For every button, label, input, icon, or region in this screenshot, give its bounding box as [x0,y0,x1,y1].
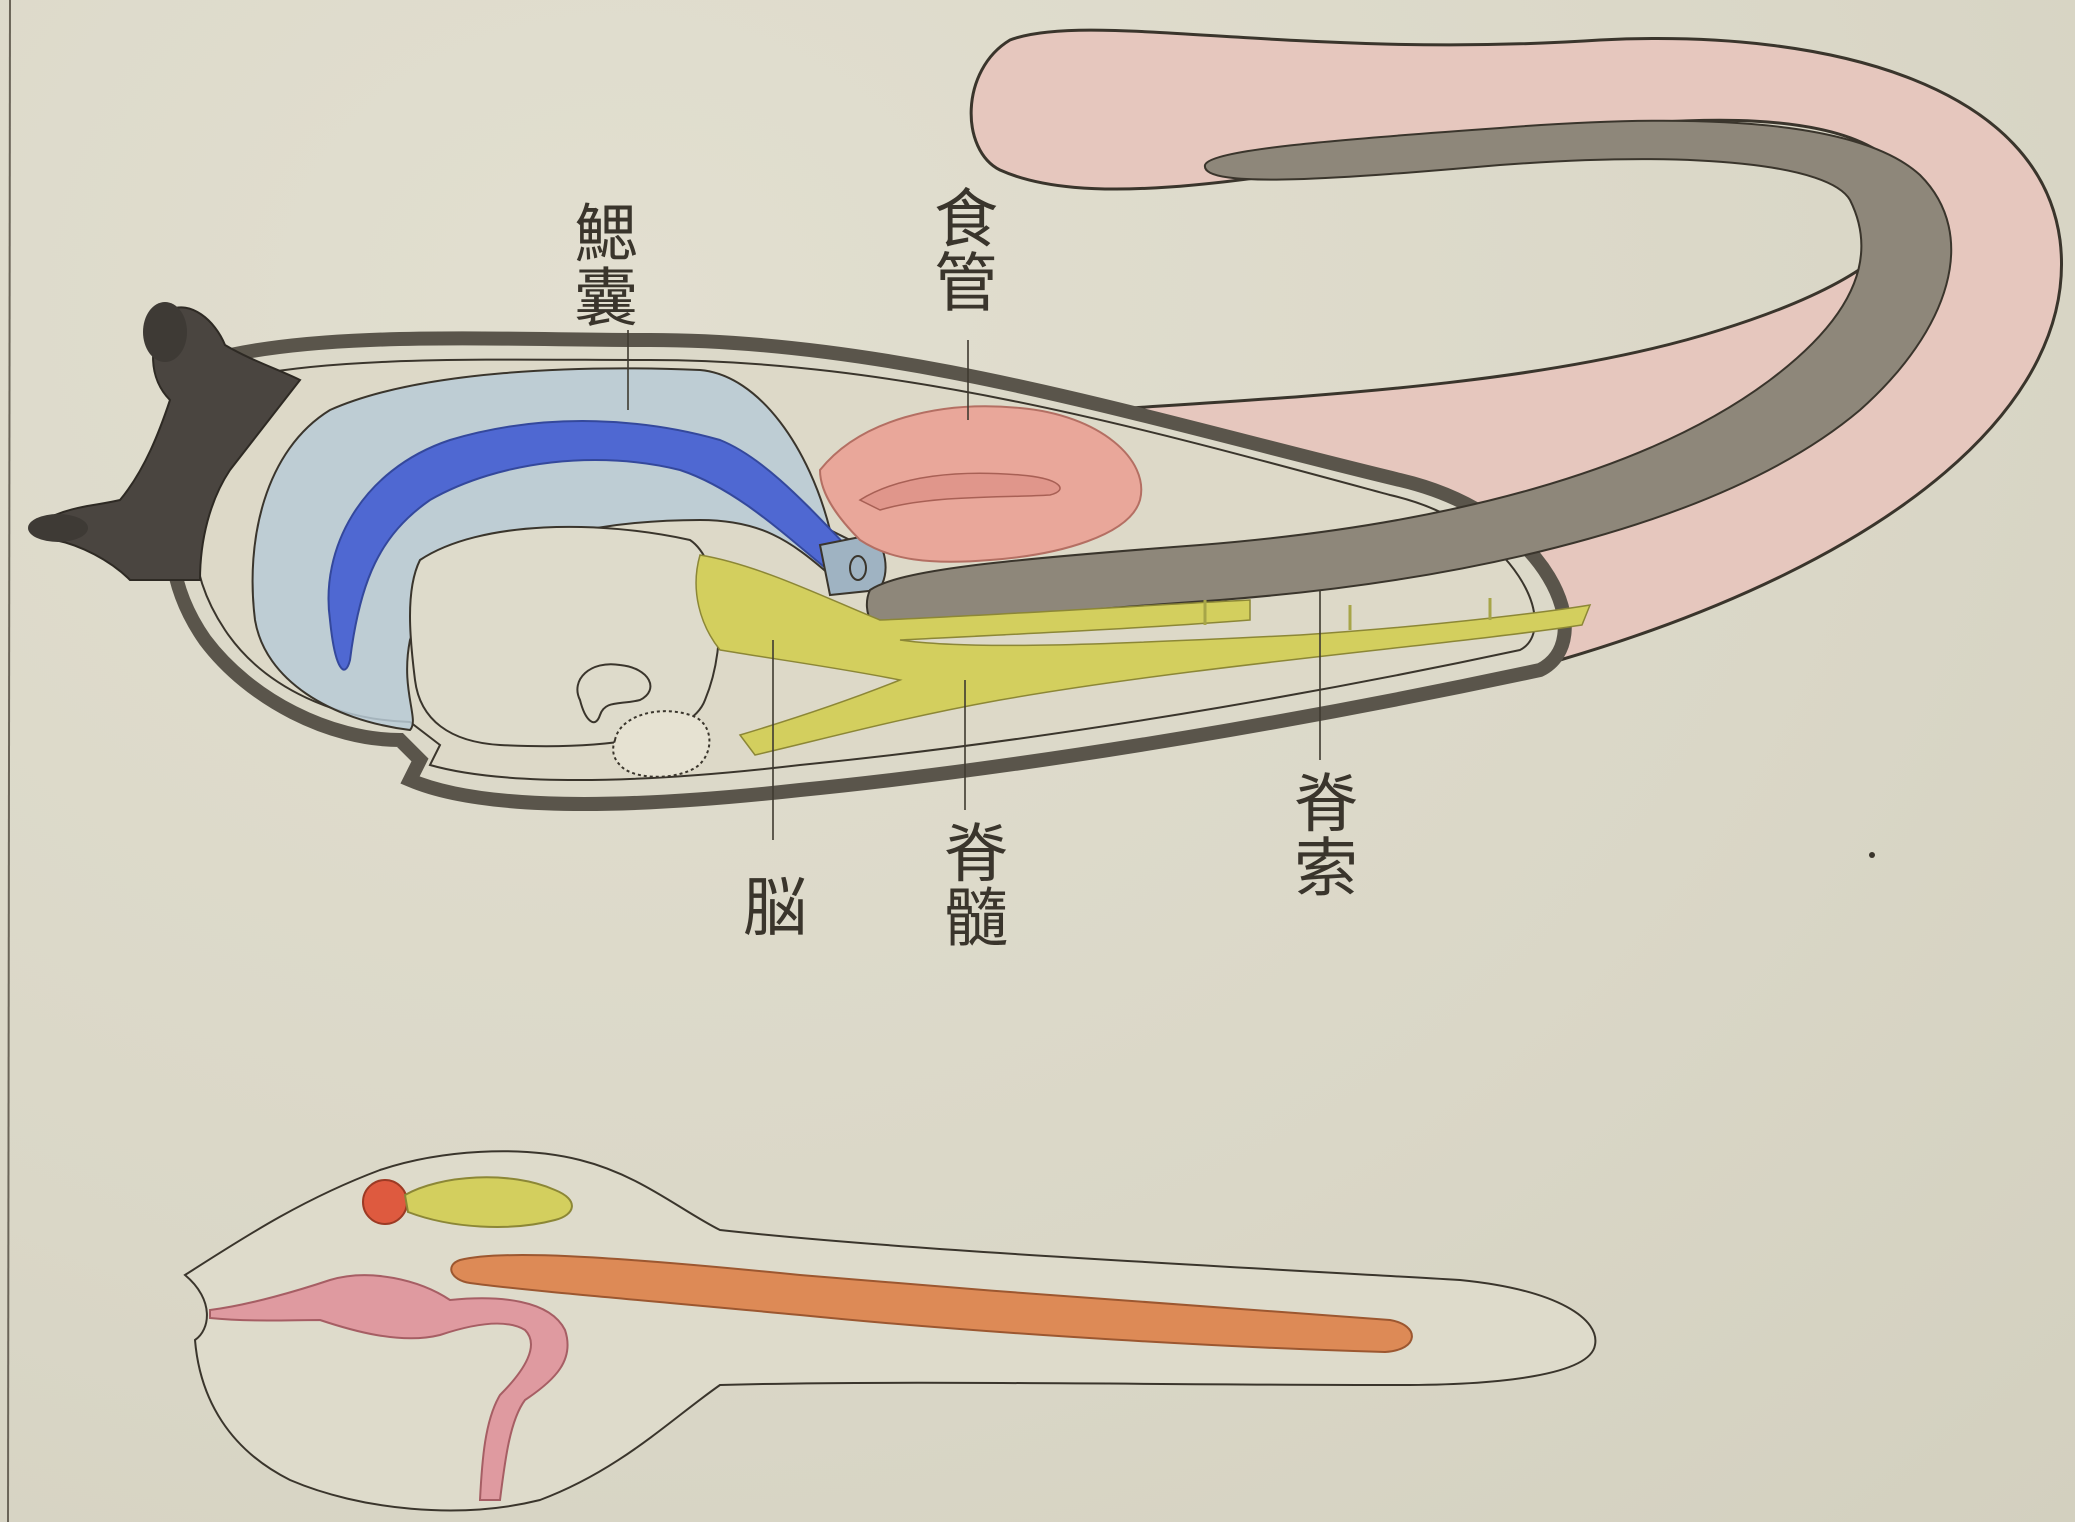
label-brain-text: 脳 [743,872,807,946]
papilla-tip-lower [28,514,88,542]
papilla-tip-upper [143,302,187,362]
label-spinal-cord-text: 脊髓 [933,820,1007,948]
label-gill-sac-text: 鰓囊 [563,200,637,328]
label-esophagus-text: 食管 [923,185,997,313]
small-larva-eye [363,1180,407,1224]
label-notochord-text: 脊索 [1283,770,1357,898]
ink-dot [1869,852,1875,858]
margin-line [8,0,10,1522]
